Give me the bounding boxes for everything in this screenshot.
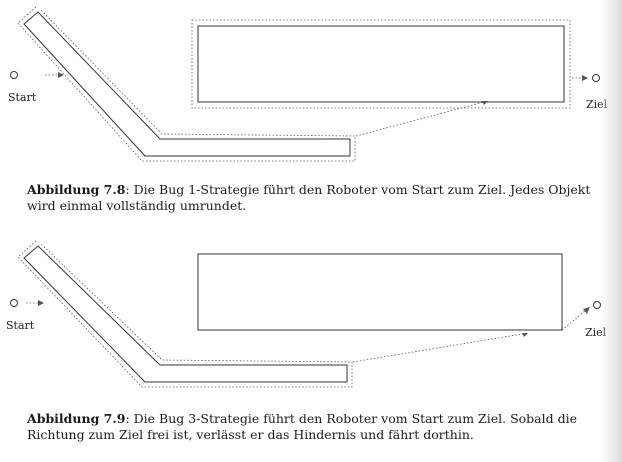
caption-7-8: Abbildung 7.8: Die Bug 1-Strategie führt… (27, 182, 607, 214)
robot-path-rectangle (191, 19, 571, 109)
page-edge-shadow (600, 0, 622, 462)
caption-text: : Die Bug 3-Strategie führt den Roboter … (27, 411, 577, 442)
figure-bug3: Start Ziel (0, 240, 622, 390)
robot-path-slanted (17, 240, 353, 388)
goal-arrowhead (583, 307, 590, 314)
start-label: Start (8, 91, 37, 104)
caption-7-9: Abbildung 7.9: Die Bug 3-Strategie führt… (27, 411, 607, 443)
obstacle-slanted (23, 245, 348, 383)
caption-number: Abbildung 7.8 (27, 182, 126, 197)
robot-path-transit (352, 332, 529, 363)
start-marker (10, 71, 18, 79)
start-arrowhead (58, 72, 64, 78)
caption-text: : Die Bug 1-Strategie führt den Roboter … (27, 182, 591, 213)
bug3-diagram: Start Ziel (6, 240, 607, 388)
goal-arrowhead (582, 75, 588, 81)
path-arrowhead (482, 101, 488, 105)
start-label: Start (6, 319, 35, 332)
start-arrowhead (38, 300, 44, 306)
path-arrowhead (522, 333, 528, 337)
bug1-diagram: Start Ziel (8, 6, 608, 162)
caption-number: Abbildung 7.9 (27, 411, 126, 426)
goal-marker (592, 74, 600, 82)
start-marker (10, 299, 18, 307)
robot-path-slanted (17, 6, 356, 162)
obstacle-rectangle (197, 25, 565, 103)
obstacle-slanted (23, 11, 351, 157)
obstacle-rectangle (197, 253, 563, 331)
robot-path-transit (355, 100, 489, 137)
figure-bug1: Start Ziel (0, 0, 622, 175)
robot-path-to-goal (561, 309, 587, 331)
